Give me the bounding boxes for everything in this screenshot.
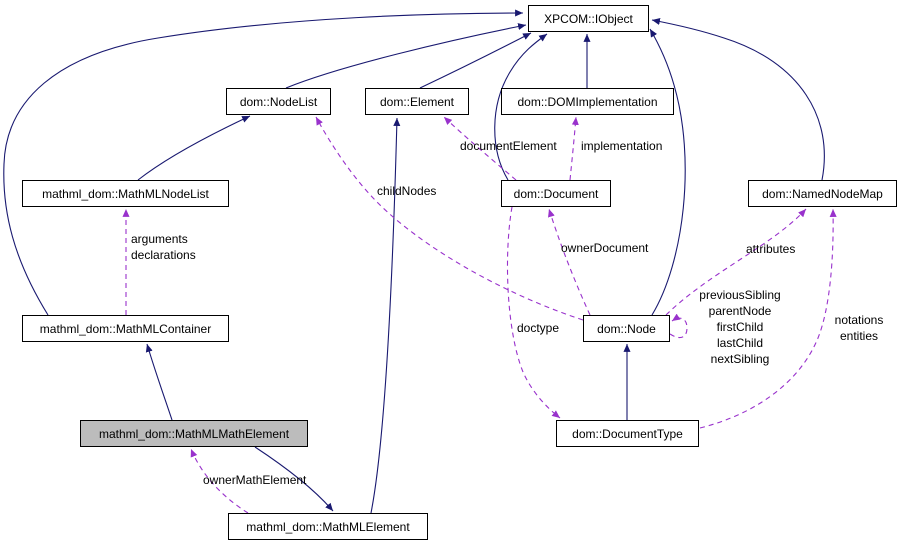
node-mathml-mathmlmathelement[interactable]: mathml_dom::MathMLMathElement [80, 420, 308, 447]
node-dom-domimplementation[interactable]: dom::DOMImplementation [501, 88, 674, 115]
edge-label-attributes: attributes [746, 242, 796, 256]
node-mathml-mathmlcontainer[interactable]: mathml_dom::MathMLContainer [22, 315, 229, 342]
edge-doctype [506, 206, 561, 419]
node-dom-documenttype[interactable]: dom::DocumentType [556, 420, 699, 447]
usage-edges [122, 116, 837, 514]
edge-label-notations-entities: notations entities [834, 313, 884, 343]
edge-attributes [665, 208, 807, 316]
edge-label-owner-math-element: ownerMathElement [203, 473, 307, 487]
edge-childnodes [315, 116, 584, 321]
edge-notations-entities [699, 208, 837, 429]
edge-node-self-loop [669, 313, 688, 339]
edge-implementation [569, 116, 579, 181]
node-dom-namednodemap[interactable]: dom::NamedNodeMap [748, 180, 897, 207]
edge-label-doctype: doctype [517, 321, 560, 335]
inheritance-edges [3, 9, 825, 514]
edge-label-implementation: implementation [581, 139, 663, 153]
edge-label-document-element: documentElement [460, 139, 557, 153]
edge-mathmlelement-to-element [370, 117, 401, 514]
edge-documentelement [443, 116, 517, 181]
node-xpcom-iobject[interactable]: XPCOM::IObject [528, 5, 649, 32]
node-mathml-mathmlelement[interactable]: mathml_dom::MathMLElement [228, 513, 428, 540]
edge-ownerdocument [548, 208, 591, 316]
edge-label-arguments-declarations: arguments declarations [131, 232, 196, 262]
edge-mathmlmathelement-to-mathmlelement [254, 446, 334, 512]
edge-mathmlnodelist-to-nodelist [137, 115, 251, 181]
edge-label-child-nodes: childNodes [377, 184, 437, 198]
edge-nodelist-to-iobject [285, 23, 527, 89]
node-dom-element[interactable]: dom::Element [365, 88, 469, 115]
edge-node-to-iobject [649, 28, 686, 316]
edge-label-node-self-refs: previousSibling parentNode firstChild la… [699, 288, 781, 366]
edge-document-to-iobject [494, 33, 548, 181]
node-dom-document[interactable]: dom::Document [501, 180, 611, 207]
node-dom-nodelist[interactable]: dom::NodeList [226, 88, 331, 115]
node-dom-node[interactable]: dom::Node [583, 315, 670, 342]
node-mathml-mathmlnodelist[interactable]: mathml_dom::MathMLNodeList [22, 180, 229, 207]
edge-element-to-iobject [419, 32, 532, 89]
edge-label-owner-document: ownerDocument [561, 241, 649, 255]
edge-mathmlcontainer-to-iobject [3, 9, 524, 316]
edge-mathmlmathelement-to-mathmlcontainer [145, 343, 173, 421]
edge-namednodemap-to-iobject [651, 18, 825, 181]
